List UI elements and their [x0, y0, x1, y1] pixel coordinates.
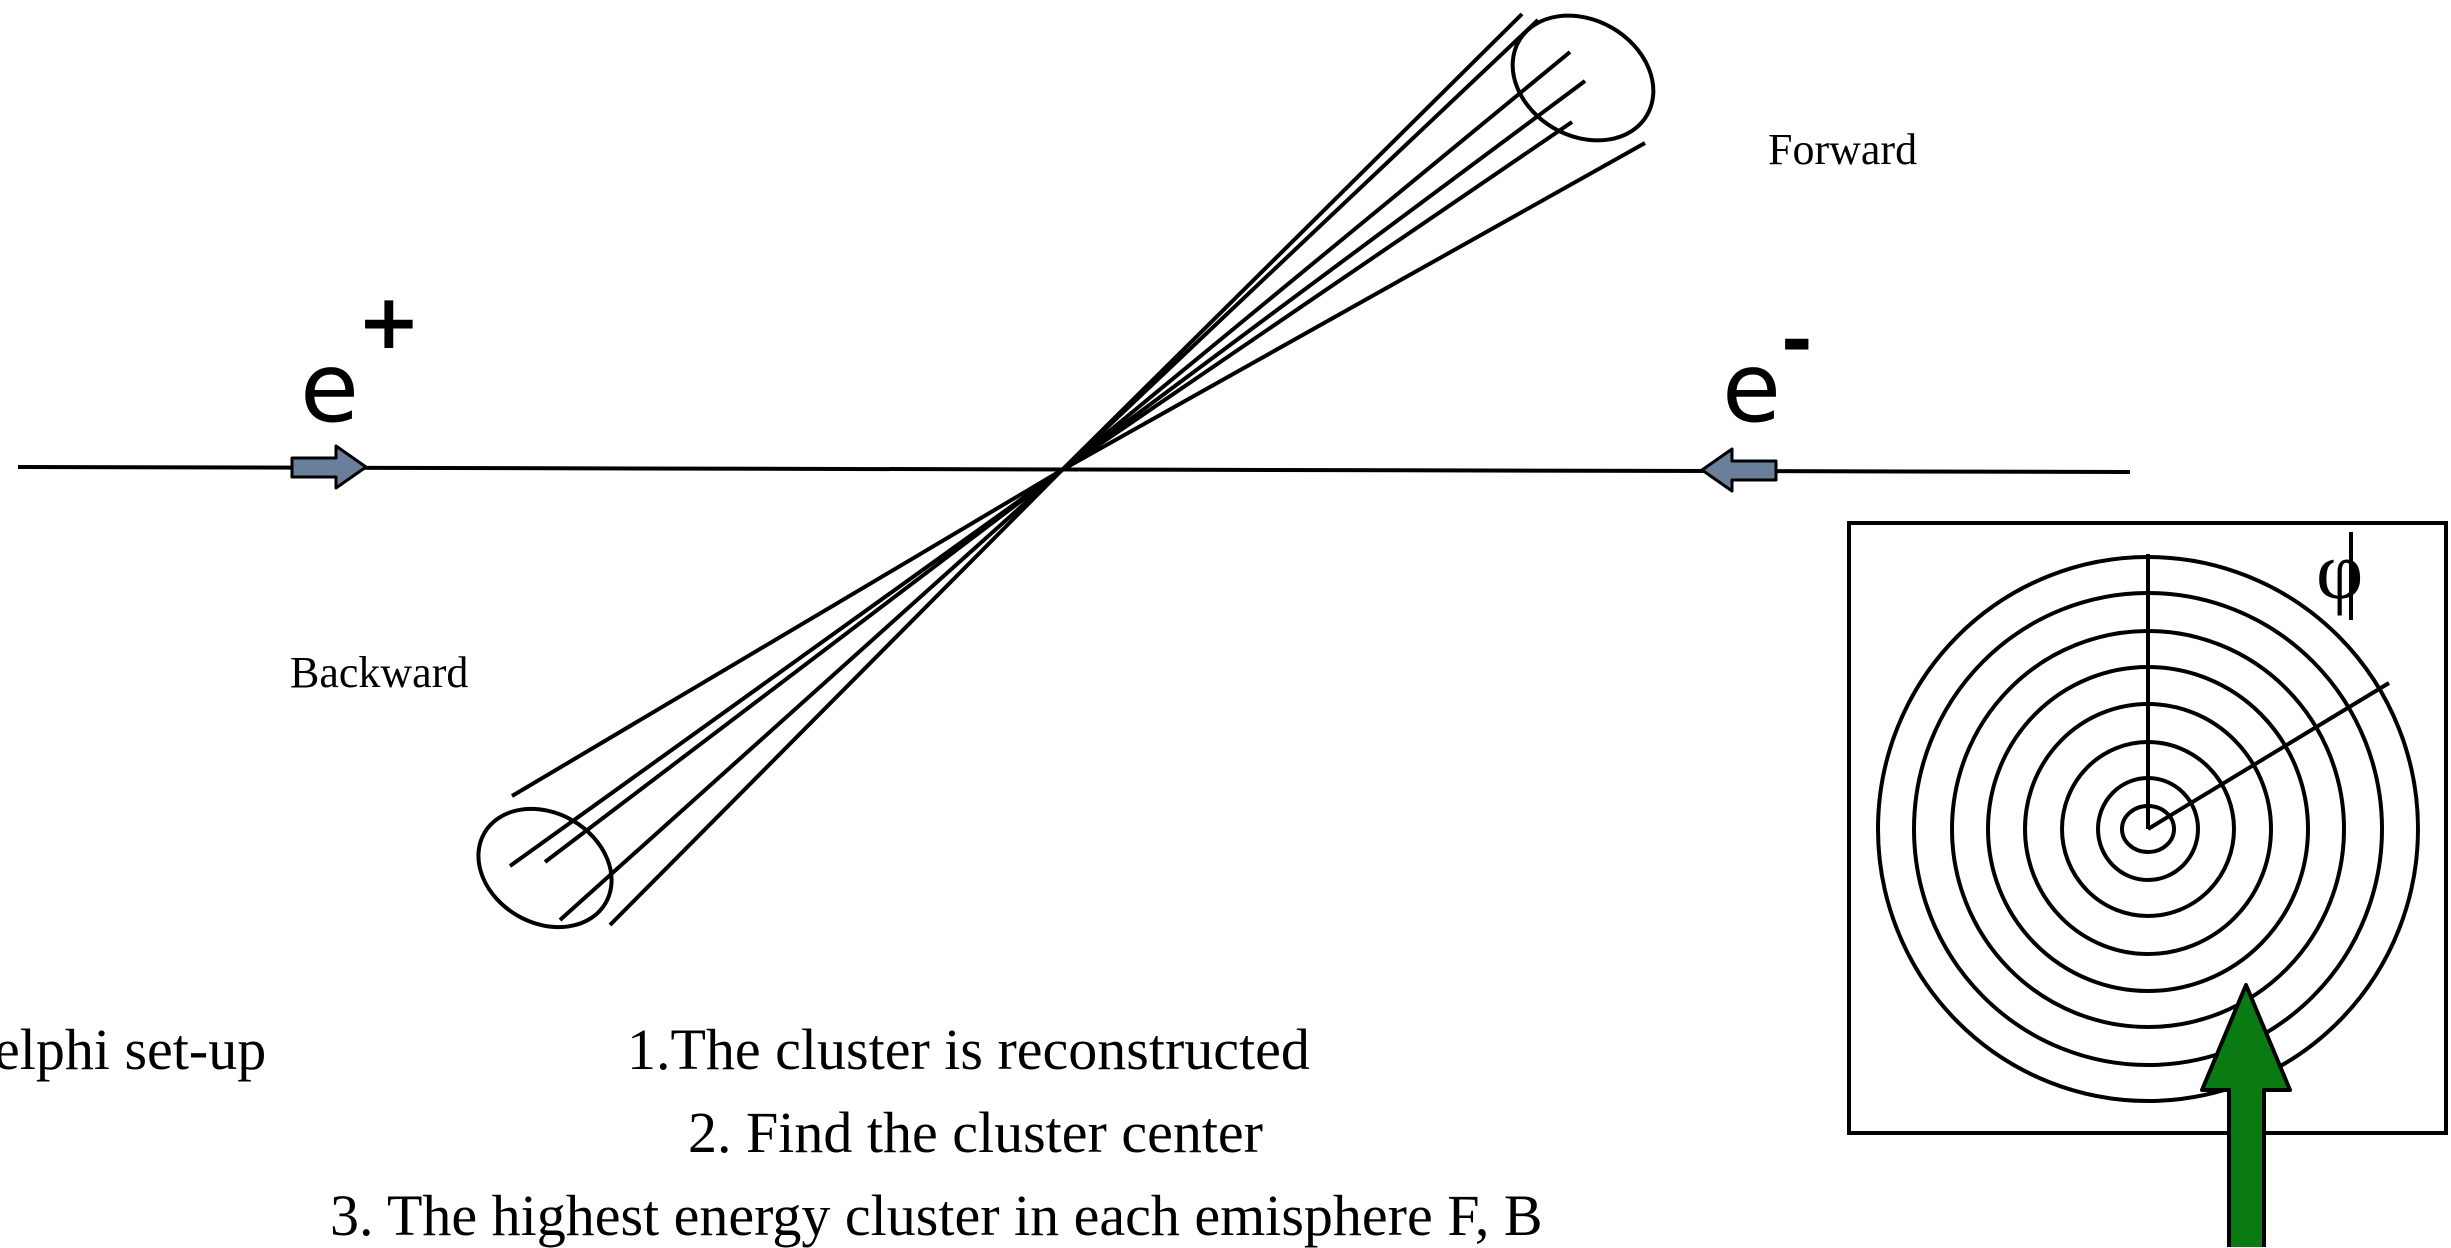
beam-line: [17, 465, 2131, 474]
setup-caption: elphi set-up: [0, 1017, 267, 1082]
step-item: 2. Find the cluster center: [688, 1100, 1263, 1165]
diagonal-radius-line: [2146, 681, 2391, 831]
electron-charge-label: -: [1781, 295, 1813, 384]
phi-label: φ: [2316, 525, 2364, 616]
forward-label: Forward: [1768, 125, 1918, 174]
arrow-up-icon: [2200, 983, 2292, 1247]
arrow-right-icon: [290, 444, 368, 490]
step-item: 3. The highest energy cluster in each em…: [330, 1183, 1543, 1248]
arrow-left-icon: [1700, 447, 1778, 493]
calorimeter-panel: [1847, 521, 2448, 1135]
calorimeter-frame: [1847, 521, 2448, 1135]
positron-label: e: [300, 332, 360, 444]
backward-label: Backward: [290, 648, 469, 697]
backward-jet-cone: [476, 468, 1064, 930]
step-item: 1.The cluster is reconstructed: [627, 1017, 1310, 1082]
forward-jet-cone: [1060, 12, 1656, 472]
positron-charge-label: +: [357, 277, 421, 366]
electron-label: e: [1722, 332, 1782, 444]
